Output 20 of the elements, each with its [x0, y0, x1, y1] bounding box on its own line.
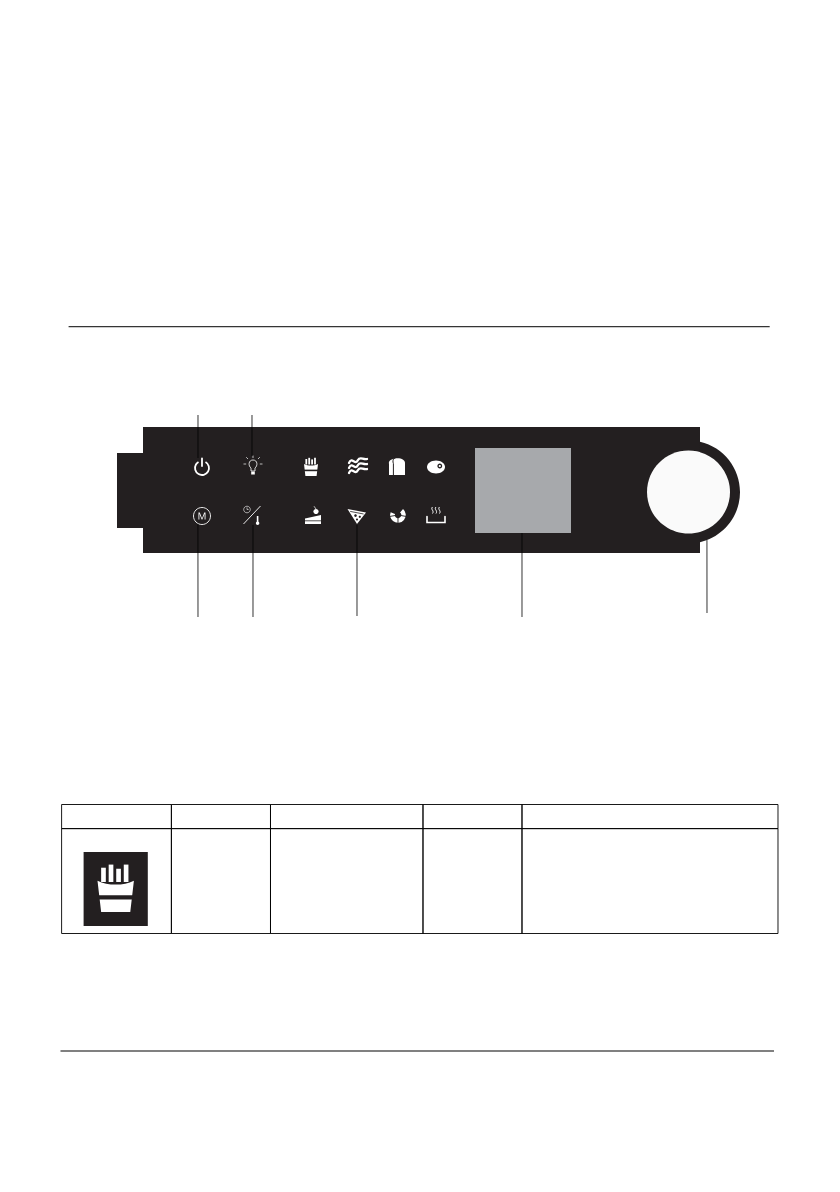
keep-warm-icon: [426, 506, 446, 524]
leader-line: [356, 524, 358, 617]
light-bulb-icon: [243, 455, 263, 475]
leader-line: [251, 414, 253, 457]
leader-line: [706, 539, 708, 614]
display-screen: [475, 448, 571, 533]
fries-icon: [304, 457, 318, 476]
mode-button: M: [193, 507, 211, 525]
shrimp-icon: [389, 509, 407, 524]
pizza-icon: [347, 509, 366, 524]
bacon-icon: [347, 457, 369, 475]
bread-icon: [388, 456, 405, 476]
timer-temperature-icon: [243, 505, 261, 525]
power-icon: [194, 457, 210, 476]
leader-line: [521, 532, 523, 618]
cake-icon: [304, 505, 322, 524]
leader-line: [197, 523, 199, 618]
leader-line: [252, 524, 254, 618]
control-knob: [647, 441, 740, 543]
steak-icon: [427, 460, 445, 474]
